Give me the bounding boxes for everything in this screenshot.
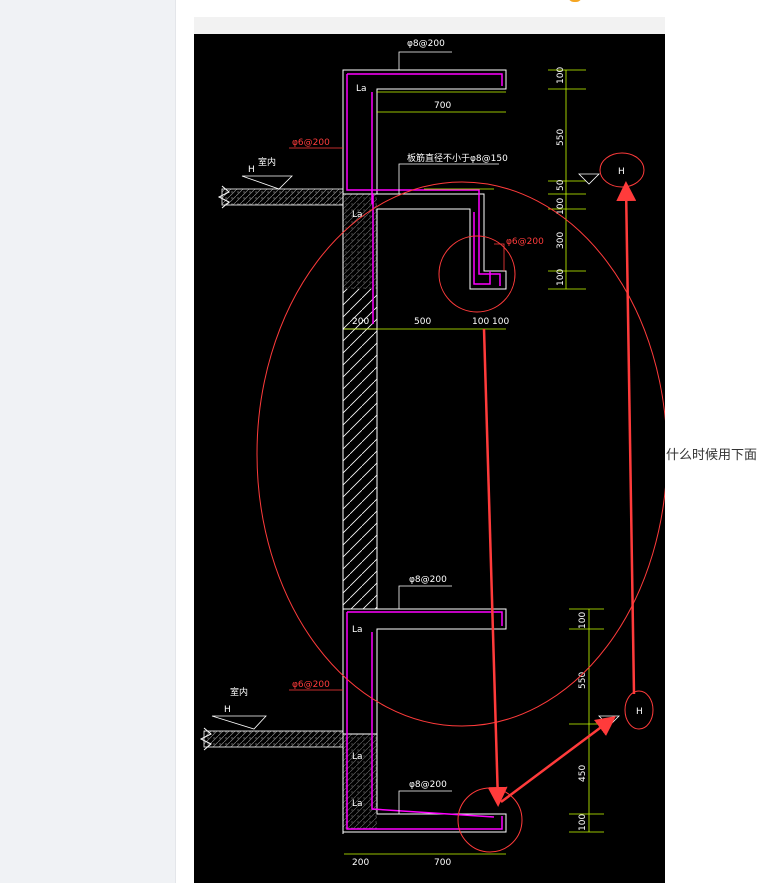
markup-arrow-down (482, 328, 508, 807)
rebar-hook (473, 212, 491, 285)
rebar-label-wall-lower: φ6@200 (292, 680, 330, 690)
anchor-label-1: La (356, 84, 367, 94)
upper-floor-slab (221, 188, 344, 206)
markup-large-circle (256, 181, 665, 727)
dim-right-100a: 100 (556, 67, 566, 84)
post-title-cut-off (194, 0, 594, 6)
rebar-upper-inner (371, 92, 374, 324)
dim-top-700: 700 (434, 101, 451, 111)
level-label-h2: H (224, 705, 231, 715)
dim-bottom-700: 700 (434, 858, 451, 868)
dim-right-550a: 550 (556, 129, 566, 146)
emoji-icon (568, 0, 582, 2)
dim-right-300: 300 (556, 232, 566, 249)
rebar-label-bottom-slab: φ8@200 (409, 780, 447, 790)
rebar-label-wall-upper: φ6@200 (292, 138, 330, 148)
level-label-h4: H (636, 707, 643, 717)
rebar-label-top-slab: φ8@200 (407, 39, 445, 49)
dim-bottom-200: 200 (352, 858, 369, 868)
markup-arrow-up (616, 181, 637, 695)
dim-right-100b: 100 (556, 198, 566, 215)
dim-right-50: 50 (556, 179, 566, 191)
rebar-lower-parapet (346, 611, 503, 830)
level-label-h1: H (248, 165, 255, 175)
break-line-upper (217, 185, 230, 209)
anchor-label-3: La (352, 625, 363, 635)
anchor-label-4: La (352, 752, 363, 762)
dim-mid-200: 200 (352, 317, 369, 327)
level-label-h3: H (618, 167, 625, 177)
dim-low-550: 550 (578, 672, 588, 689)
dim-low-450: 450 (578, 765, 588, 782)
left-sidebar-panel (0, 0, 175, 883)
rebar-label-note: 板筋直径不小于φ8@150 (407, 152, 508, 164)
rebar-upper-parapet (346, 73, 503, 286)
rebar-label-hook: φ6@200 (506, 237, 544, 247)
rebar-label-mid-slab: φ8@200 (409, 575, 447, 585)
sidebar-divider (175, 0, 176, 883)
bottom-slab-outline (342, 733, 507, 833)
dim-mid-100b: 100 (492, 317, 509, 327)
markup-h-circle-lower (624, 690, 654, 730)
dim-mid-100a: 100 (472, 317, 489, 327)
wall-hatch (343, 289, 377, 609)
lower-floor-slab (203, 730, 344, 748)
dim-low-100b: 100 (578, 814, 588, 831)
indoor-label-upper: 室内 (258, 156, 276, 168)
dim-right-100c: 100 (556, 269, 566, 286)
markup-arrow-diagonal (500, 716, 617, 804)
break-line-lower (199, 727, 212, 751)
anchor-label-5: La (352, 799, 363, 809)
anchor-label-2: La (352, 210, 363, 220)
markup-hook-circle (438, 235, 516, 313)
cad-drawing-image[interactable]: 700 100 550 50 100 300 100 200 500 100 1… (194, 34, 665, 883)
dim-mid-500: 500 (414, 317, 431, 327)
dim-low-100a: 100 (578, 612, 588, 629)
wall-section-upper (343, 194, 377, 289)
side-text-cut-off: 什么时候用下面 (666, 448, 758, 463)
indoor-label-lower: 室内 (230, 686, 248, 698)
